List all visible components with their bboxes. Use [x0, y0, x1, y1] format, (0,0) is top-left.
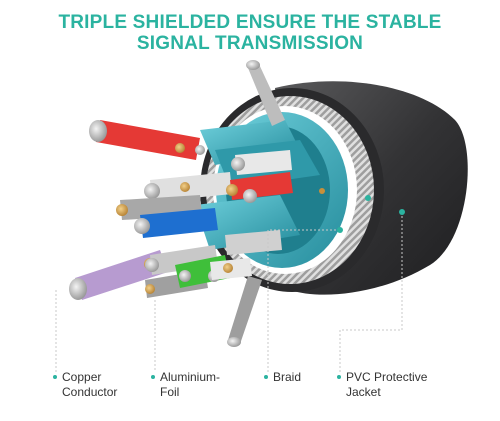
wire-center-pair	[226, 150, 293, 203]
label-dot	[337, 375, 341, 379]
label-dot	[53, 375, 57, 379]
wire-blue	[134, 208, 218, 238]
label-copper-conductor: Copper Conductor	[53, 370, 117, 400]
callout-points	[337, 195, 405, 233]
headline-line-2: SIGNAL TRANSMISSION	[136, 33, 364, 54]
callout-point-copper	[319, 188, 325, 194]
label-aluminium-foil: Aluminium- Foil	[151, 370, 220, 400]
headline-line-1: TRIPLE SHIELDED ENSURE THE STABLE	[58, 12, 442, 33]
drain-wire-bottom	[227, 276, 262, 347]
label-dot	[151, 375, 155, 379]
drain-wire-top	[246, 60, 285, 126]
wire-green	[175, 255, 252, 288]
label-braid: Braid	[264, 370, 301, 385]
callout-lines	[55, 212, 403, 372]
label-pvc-jacket: PVC Protective Jacket	[337, 370, 427, 400]
wire-red	[89, 120, 205, 160]
label-dot	[264, 375, 268, 379]
